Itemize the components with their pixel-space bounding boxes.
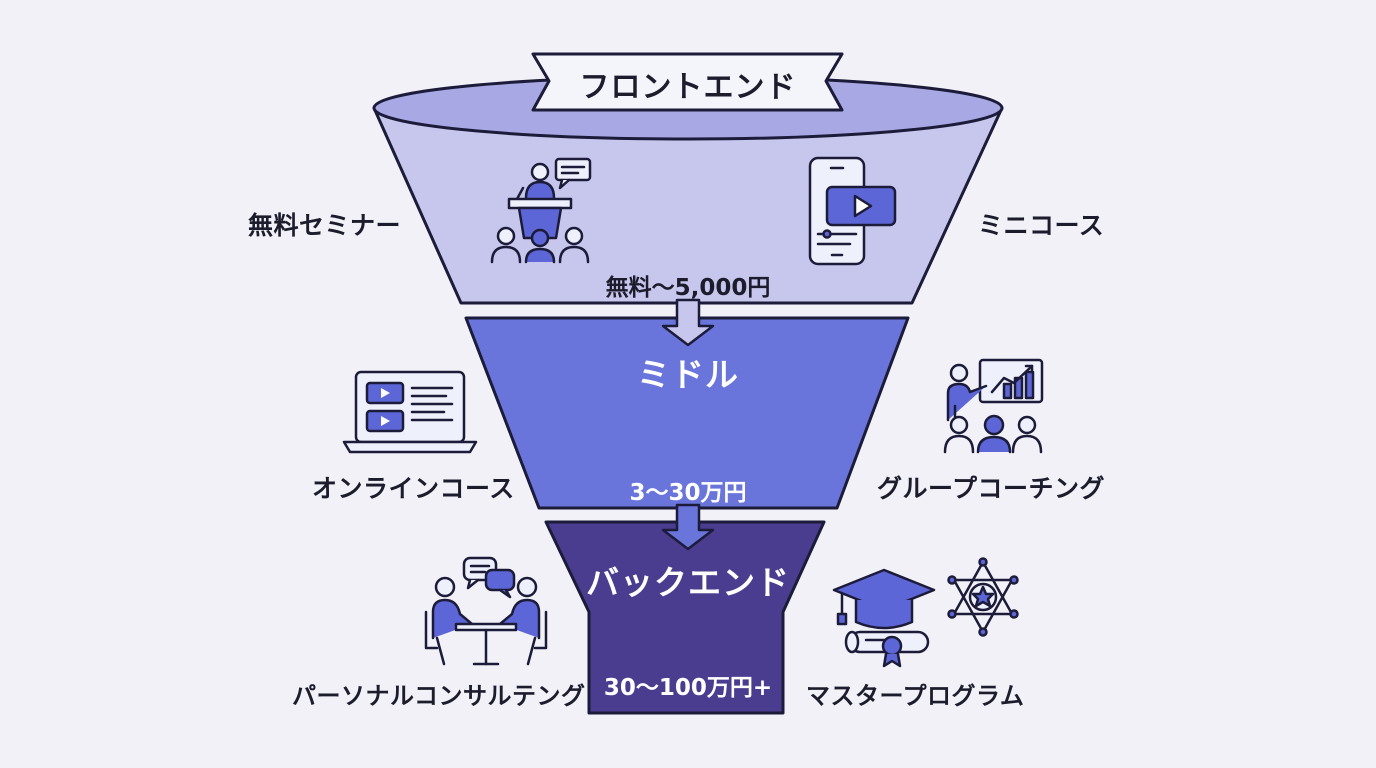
funnel-tier-middle (464, 316, 910, 510)
seminar-speaker-icon (490, 157, 592, 264)
back-left-item: パーソナルコンサルテング (292, 682, 586, 710)
mobile-video-icon (808, 156, 897, 266)
back-right-item: マスタープログラム (806, 682, 1025, 710)
front-left-item: 無料セミナー (248, 211, 402, 240)
funnel-tier-back (544, 520, 826, 715)
middle-left-item: オンラインコース (312, 474, 515, 503)
middle-right-item: グループコーチング (877, 474, 1106, 503)
back-tier-price: 30〜100万円+ (603, 675, 773, 701)
laptop-course-icon (342, 370, 478, 454)
star-medal-icon (947, 557, 1019, 637)
group-presentation-icon (943, 358, 1044, 454)
front-tier-title: フロントエンド (579, 70, 797, 105)
back-tier-title: バックエンド (586, 563, 790, 602)
front-banner (531, 52, 844, 112)
front-right-item: ミニコース (978, 211, 1105, 240)
consultation-meeting-icon (424, 556, 548, 666)
middle-tier-price: 3〜30万円 (629, 480, 747, 506)
graduation-certificate-icon (832, 568, 936, 668)
front-tier-price: 無料〜5,000円 (605, 275, 771, 301)
arrow-middle-to-back (661, 503, 715, 551)
arrow-front-to-middle (661, 298, 715, 347)
middle-tier-title: ミドル (637, 355, 739, 394)
